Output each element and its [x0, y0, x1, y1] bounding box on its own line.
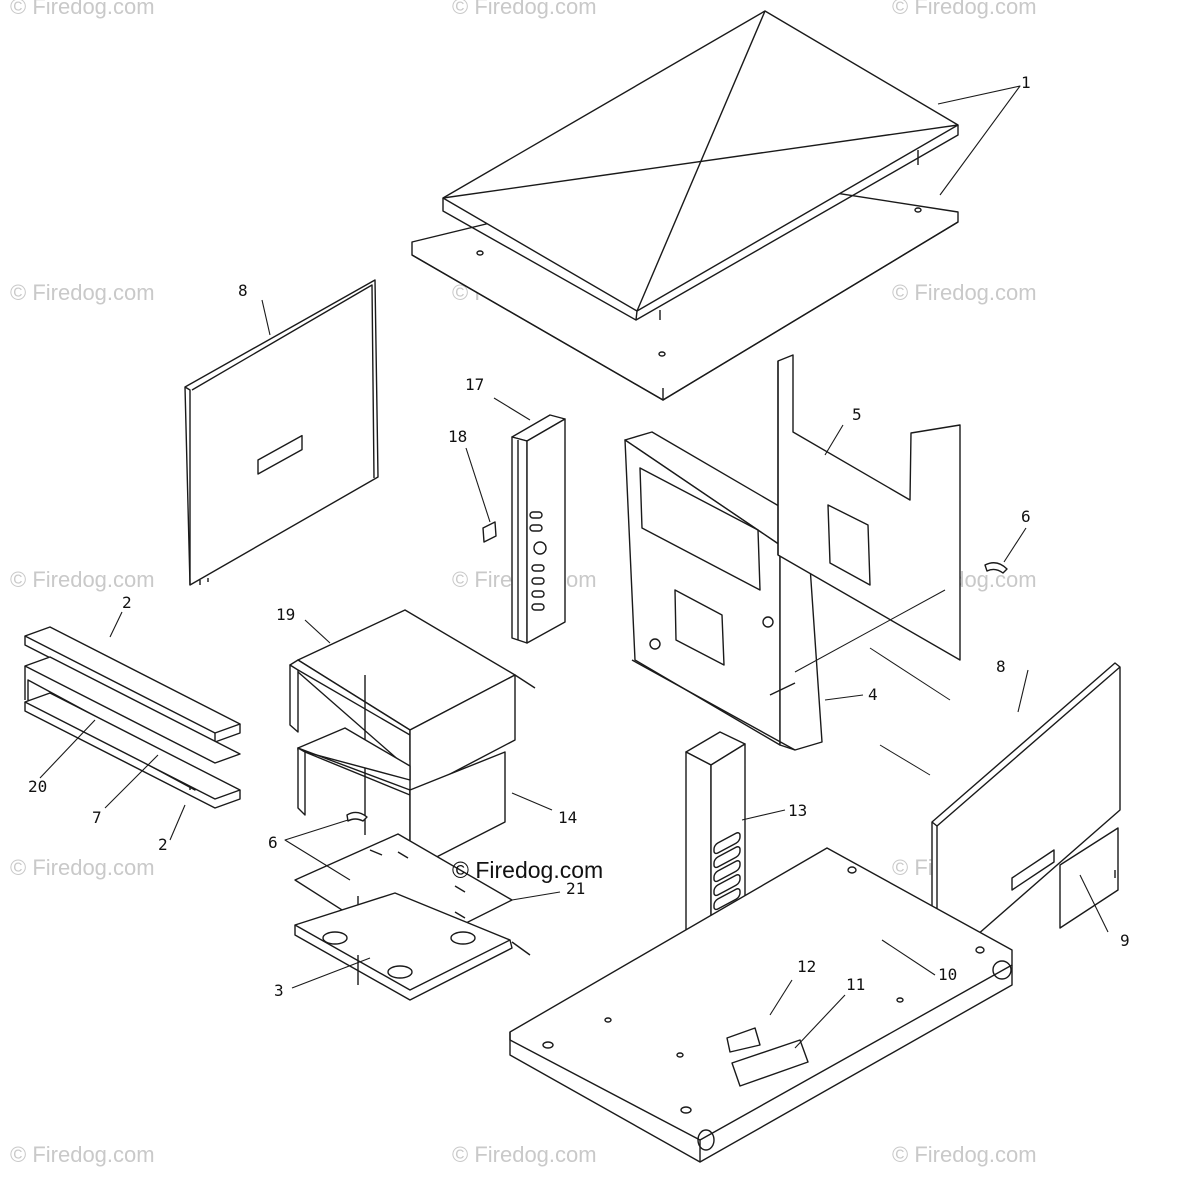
center-watermark: © Firedog.com — [452, 857, 603, 883]
callout-7: 7 — [92, 808, 102, 827]
label-large — [732, 1040, 808, 1086]
rear-panel — [778, 355, 960, 660]
lower-cabinet — [298, 728, 505, 868]
callout-12: 12 — [797, 957, 816, 976]
label-decal — [1060, 828, 1118, 928]
guide-lines — [794, 589, 951, 776]
right-side-panel — [932, 663, 1120, 970]
watermark: © Firedog.com — [10, 0, 155, 19]
watermark: © Firedog.com — [452, 0, 597, 19]
callout-8: 8 — [238, 281, 248, 300]
watermark: © Firedog.com — [892, 0, 1037, 19]
callout-13: 13 — [788, 801, 807, 820]
callout-8: 8 — [996, 657, 1006, 676]
label-small — [727, 1028, 760, 1052]
roof-assembly — [412, 11, 958, 400]
watermark: © Firedog.com — [10, 1142, 155, 1167]
callout-11: 11 — [846, 975, 865, 994]
callout-20: 20 — [28, 777, 47, 796]
retainer-clip — [984, 562, 1008, 574]
callout-6: 6 — [1021, 507, 1031, 526]
label-plate — [482, 521, 497, 543]
callout-18: 18 — [448, 427, 467, 446]
watermark: © Firedog.com — [10, 280, 155, 305]
control-column — [512, 415, 565, 643]
watermark: © Firedog.com — [892, 280, 1037, 305]
left-side-panel — [185, 280, 378, 585]
upper-cabinet — [290, 610, 535, 835]
base-tray — [295, 893, 530, 1000]
callout-10: 10 — [938, 965, 957, 984]
leader-lines — [39, 85, 1109, 1049]
watermark: © Firedog.com — [452, 1142, 597, 1167]
callout-9: 9 — [1120, 931, 1130, 950]
base-frame — [510, 848, 1012, 1162]
callout-2: 2 — [122, 593, 132, 612]
callout-5: 5 — [852, 405, 862, 424]
callout-4: 4 — [868, 685, 878, 704]
watermark: © Firedog.com — [10, 567, 155, 592]
callout-17: 17 — [465, 375, 484, 394]
callout-1: 1 — [1021, 73, 1031, 92]
watermark: © Firedog.com — [10, 855, 155, 880]
front-panel — [625, 432, 822, 750]
callout-14: 14 — [558, 808, 577, 827]
shelf-stack — [25, 627, 240, 808]
retainer-clip — [346, 811, 368, 822]
callout-21: 21 — [566, 879, 585, 898]
watermark: © Firedog.com — [892, 1142, 1037, 1167]
callout-3: 3 — [274, 981, 284, 1000]
callout-19: 19 — [276, 605, 295, 624]
callout-6: 6 — [268, 833, 278, 852]
callout-2: 2 — [158, 835, 168, 854]
callout-layer: 1 8 17 18 5 6 4 8 9 10 11 12 13 19 2 20 … — [28, 73, 1130, 1000]
watermark-layer: © Firedog.com © Firedog.com © Firedog.co… — [10, 0, 1037, 1167]
